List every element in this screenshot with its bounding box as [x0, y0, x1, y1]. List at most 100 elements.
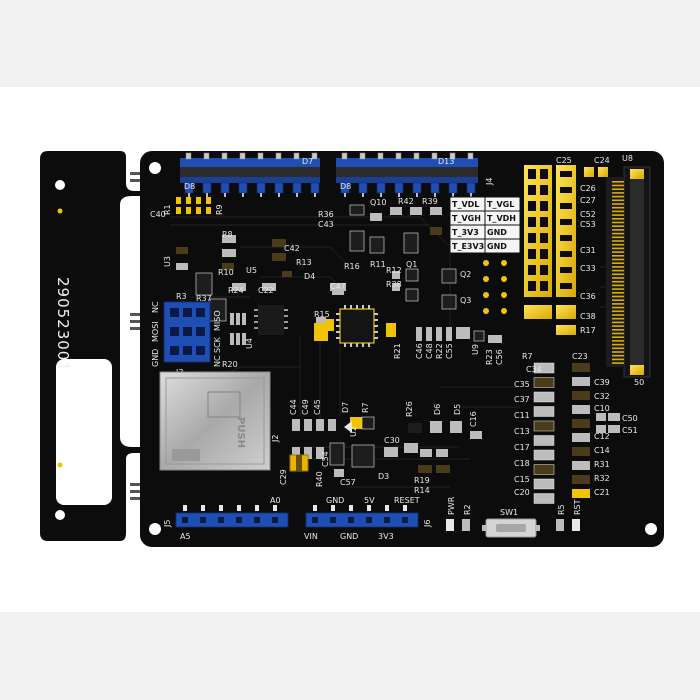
icsp-pin: NC: [151, 301, 160, 313]
svg-text:50: 50: [634, 378, 644, 387]
refdes: C25: [556, 156, 572, 165]
fpc-pin: [612, 255, 624, 257]
fpc-pin: [612, 280, 624, 283]
chip-label: U2: [349, 426, 358, 437]
refdes: C54: [321, 451, 330, 467]
refdes: C43: [318, 220, 334, 229]
fpc-pin: [612, 210, 624, 213]
fpc-pin: [612, 336, 624, 338]
capacitor: [533, 493, 555, 504]
fpc-pin: [612, 184, 624, 187]
test-pad-label: T_VGL: [487, 200, 514, 209]
chip-label: U8: [622, 154, 633, 163]
fiducial: [57, 208, 63, 214]
header-label: 3V3: [378, 532, 394, 541]
fpc-pin: [612, 192, 624, 194]
refdes: R26: [405, 401, 414, 417]
refdes: C16: [469, 411, 478, 427]
refdes: C51: [622, 426, 638, 435]
icsp-pin: MISO: [213, 310, 222, 331]
capacitor: [533, 449, 555, 461]
capacitor: [533, 406, 555, 417]
fpc-pin: [612, 273, 624, 276]
fpc-pin: [612, 332, 624, 335]
refdes: R19: [414, 476, 430, 485]
refdes: C57: [340, 478, 356, 487]
refdes: C27: [580, 196, 596, 205]
refdes: C46: [415, 343, 424, 359]
product-photo: 290523001 D: [0, 87, 700, 612]
fpc-connector: U8 50: [606, 154, 651, 387]
capacitor: [572, 391, 590, 400]
refdes: C39: [594, 378, 610, 387]
refdes: R36: [318, 210, 334, 219]
test-pad-label: T_E3V3: [452, 242, 484, 251]
refdes: C26: [580, 184, 596, 193]
led-label: PWR: [447, 496, 456, 515]
refdes: R16: [344, 262, 360, 271]
header-top-left: D8 D7: [180, 152, 320, 197]
header-label: A5: [180, 532, 191, 541]
refdes: C22: [258, 286, 274, 295]
refdes: C52: [580, 210, 596, 219]
refdes: C21: [594, 488, 610, 497]
fpc-pin: [612, 299, 624, 301]
capacitor: [533, 420, 555, 432]
fpc-pin: [612, 199, 624, 202]
test-pad-label: T_3V3: [452, 228, 479, 237]
refdes: R8: [222, 230, 233, 239]
refdes: C48: [425, 343, 434, 359]
fpc-pin: [612, 314, 624, 316]
refdes: C50: [622, 414, 638, 423]
header-label: RESET: [394, 496, 420, 505]
refdes: R39: [422, 197, 438, 206]
breakaway-tab: 290523001: [40, 151, 140, 541]
status-leds: PWR R2 R5 RST: [446, 496, 582, 531]
header-top-right: D8 D13 J4: [336, 152, 494, 197]
header-label: D7: [302, 157, 313, 166]
fpc-pin: [612, 303, 624, 305]
fpc-pin: [612, 292, 624, 294]
header-label: D8: [184, 182, 195, 191]
refdes: R32: [594, 474, 610, 483]
fpc-pin: [612, 325, 624, 327]
refdes: C34: [526, 365, 542, 374]
fpc-pin: [612, 310, 624, 313]
test-points: [483, 260, 507, 314]
fpc-pin: [612, 240, 624, 242]
fpc-pin: [612, 195, 624, 198]
refdes: C30: [384, 436, 400, 445]
refdes: C17: [514, 443, 530, 452]
fpc-pin: [612, 321, 624, 324]
fpc-pin: [612, 206, 624, 209]
header-id: J4: [485, 178, 494, 186]
fpc-pin: [612, 247, 624, 250]
refdes: C47: [330, 282, 346, 291]
smd-cluster-left: [176, 197, 328, 345]
header-label: VIN: [304, 532, 318, 541]
refdes: R11: [370, 260, 386, 269]
refdes: R20: [222, 360, 238, 369]
fpc-pin: [612, 277, 624, 279]
fpc-pin: [612, 358, 624, 361]
refdes: C10: [594, 404, 610, 413]
fpc-pin: [612, 243, 624, 246]
refdes: R38: [386, 280, 402, 289]
fpc-pin: [612, 269, 624, 272]
capacitor: [533, 391, 555, 403]
refdes: C12: [594, 432, 610, 441]
pcb-illustration: 290523001 D: [40, 151, 664, 547]
refdes: C56: [495, 349, 504, 365]
test-pad-label: T_VDH: [487, 214, 516, 223]
header-label: 5V: [364, 496, 375, 505]
fpc-pin: [612, 284, 624, 287]
fpc-pin: [612, 354, 624, 357]
refdes: C49: [301, 399, 310, 415]
refdes: C13: [514, 427, 530, 436]
refdes: C33: [580, 264, 596, 273]
fpc-pin: [612, 351, 624, 353]
header-id: J5: [163, 520, 172, 528]
header-label: GND: [340, 532, 358, 541]
test-pad-label: T_VGH: [452, 214, 481, 223]
refdes: C20: [514, 488, 530, 497]
